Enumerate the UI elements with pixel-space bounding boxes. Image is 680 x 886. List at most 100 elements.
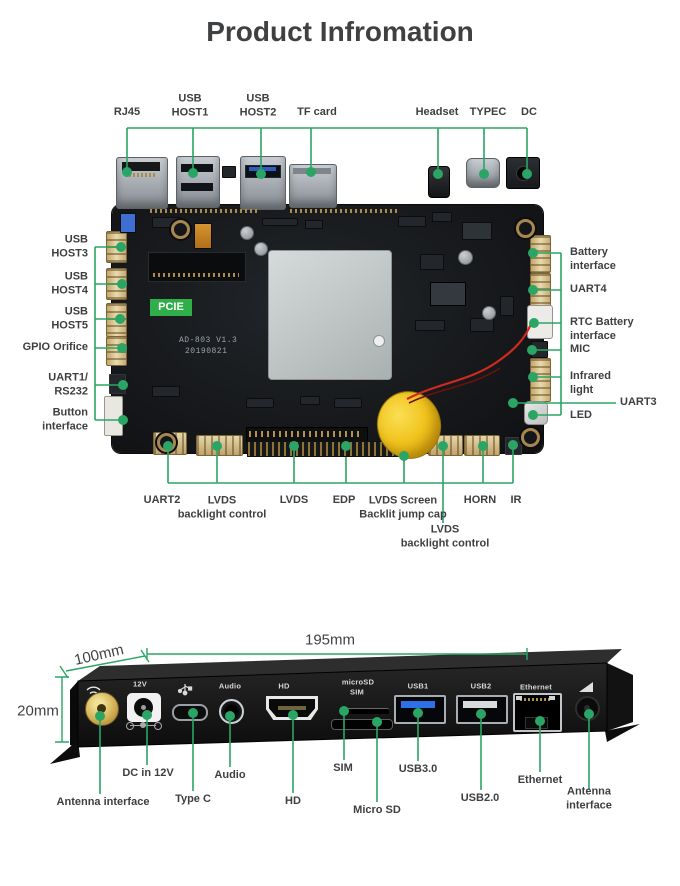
antenna-pin-hole [584, 705, 590, 711]
component-chip [398, 216, 426, 227]
headset-jack [428, 166, 450, 198]
lvds-backlight-header [196, 435, 243, 456]
ethernet-led [549, 696, 555, 700]
solder-pads [150, 209, 260, 213]
component-chip [300, 396, 320, 405]
pin-header-strip [246, 427, 368, 442]
callout-antenna-left: Antenna interface [56, 796, 150, 809]
usb2-tongue [463, 701, 497, 708]
audio-jack-device [219, 699, 244, 724]
case-label-usb2: USB2 [470, 681, 492, 691]
uart4-header [530, 273, 551, 307]
gpio-header [106, 336, 127, 366]
solder-pads [290, 209, 400, 213]
usb-slot [181, 183, 213, 191]
callout-uart3: UART3 [620, 396, 657, 409]
hdmi-contact [278, 706, 306, 710]
dc-jack-barrel [134, 698, 153, 717]
silkscreen-date: 20190821 [185, 347, 228, 356]
component-chip [152, 386, 180, 397]
dimension-length: 195mm [304, 631, 356, 649]
ethernet-clip [525, 717, 548, 729]
component-chip [334, 398, 362, 408]
antenna-connector-right [575, 696, 600, 721]
callout-dc-in-12v: DC in 12V [122, 767, 174, 780]
usb-host3-header [106, 231, 127, 263]
signal-icon [579, 682, 593, 692]
polarity-dot [154, 722, 162, 730]
callout-usb20: USB2.0 [460, 792, 500, 805]
mounting-hole [516, 219, 535, 238]
led-component [524, 401, 548, 425]
usb-host4-header [106, 268, 127, 300]
callout-type-c: Type C [175, 793, 211, 806]
heatsink-hole [373, 335, 385, 347]
battery-header [530, 235, 551, 273]
tf-card-slot [289, 164, 337, 208]
callout-usb-host3: USB HOST3 [51, 233, 88, 259]
infrared-header [530, 358, 551, 402]
component-chip [262, 218, 298, 226]
case-label-12v: 12V [133, 679, 147, 689]
tf-slot-lip [293, 168, 331, 174]
callout-tf-card: TF card [297, 106, 337, 119]
polarity-dot [140, 722, 146, 728]
callout-usb-host1: USB HOST1 [171, 92, 209, 118]
rj45-slot [122, 162, 160, 171]
callout-infrared-light: Infrared light [570, 370, 611, 396]
ethernet-pins [520, 698, 552, 701]
callout-led: LED [570, 409, 592, 422]
dc-jack-device [127, 693, 161, 722]
callout-ir: IR [510, 494, 522, 507]
usb2-port [456, 695, 508, 724]
component-chip [305, 220, 323, 229]
rj45-port [116, 157, 168, 209]
hdmi-port [266, 696, 318, 720]
component-chip [420, 254, 444, 270]
usb-icon [177, 684, 193, 696]
callout-gpio-orifice: GPIO Orifice [22, 341, 88, 354]
callout-sim: SIM [333, 762, 353, 775]
callout-uart4: UART4 [570, 283, 607, 296]
rj45-pins [125, 173, 157, 177]
usb-slot [181, 164, 213, 172]
mounting-hole [157, 433, 176, 452]
component-capacitor-round [254, 242, 268, 256]
callout-usb30: USB3.0 [398, 763, 438, 776]
callout-lvds: LVDS [279, 494, 309, 507]
typec-port-device [172, 704, 208, 721]
component-chip [246, 398, 274, 408]
component-chip [462, 222, 492, 240]
callout-usb-host2: USB HOST2 [239, 92, 277, 118]
callout-audio: Audio [214, 769, 246, 782]
callout-mic: MIC [570, 343, 591, 356]
callout-lvds-screen-jumpcap: LVDS Screen Backlit jump cap [359, 494, 447, 520]
component-capacitor [194, 223, 212, 249]
dimension-height: 20mm [17, 702, 59, 720]
case-label-hd: HD [278, 681, 290, 691]
sim-slot [345, 708, 389, 714]
usb-host5-header [106, 303, 127, 337]
horn-header [464, 435, 500, 456]
case-label-audio: Audio [218, 681, 242, 691]
dc-jack-pin [141, 705, 146, 710]
component-capacitor-round [482, 306, 496, 320]
ethernet-led [516, 696, 522, 700]
usb1-port [394, 695, 446, 724]
callout-uart1-rs232: UART1/ RS232 [48, 371, 88, 397]
component-inductor [120, 213, 136, 233]
component-capacitor-round [240, 226, 254, 240]
callout-lvds-backlight-2: LVDS backlight control [400, 523, 490, 549]
ir-component [505, 437, 522, 455]
typec-port-board [466, 158, 500, 188]
callout-antenna-right: Antenna interface [566, 785, 612, 811]
mini-pcie-socket [148, 252, 246, 282]
silkscreen-model: AD-803 V1.3 [179, 336, 238, 345]
polarity-icon [126, 722, 162, 731]
callout-typec: TYPEC [469, 106, 507, 119]
component-chip [415, 320, 445, 331]
callout-horn: HORN [463, 494, 497, 507]
callout-micro-sd: Micro SD [353, 804, 401, 817]
mounting-hole [521, 428, 540, 447]
